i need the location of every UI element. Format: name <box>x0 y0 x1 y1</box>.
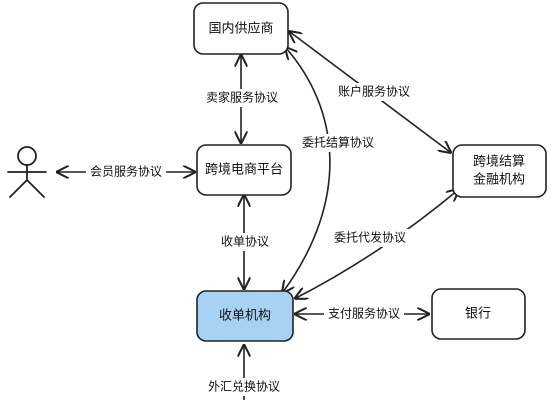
label-entrusted-settlement: 委托结算协议 <box>298 134 378 152</box>
svg-text:支付服务协议: 支付服务协议 <box>328 306 400 321</box>
node-domestic-supplier: 国内供应商 <box>193 2 289 55</box>
label-fx-exchange: 外汇兑换协议 <box>204 378 284 396</box>
svg-text:跨境结算: 跨境结算 <box>473 155 525 170</box>
svg-text:委托代发协议: 委托代发协议 <box>334 230 406 245</box>
edge-entrusted-payment <box>296 190 458 298</box>
label-account-service: 账户服务协议 <box>334 83 414 101</box>
user-stick-figure-icon <box>7 146 47 198</box>
node-bank: 银行 <box>431 288 526 340</box>
svg-text:会员服务协议: 会员服务协议 <box>90 164 162 179</box>
svg-text:国内供应商: 国内供应商 <box>208 21 273 37</box>
svg-text:卖家服务协议: 卖家服务协议 <box>206 90 278 105</box>
svg-text:跨境电商平台: 跨境电商平台 <box>205 163 283 178</box>
svg-text:收单机构: 收单机构 <box>219 309 271 324</box>
svg-text:外汇兑换协议: 外汇兑换协议 <box>208 379 280 394</box>
node-ecommerce-platform: 跨境电商平台 <box>196 144 292 196</box>
label-member-service: 会员服务协议 <box>86 163 166 181</box>
label-payment-service: 支付服务协议 <box>324 305 404 323</box>
svg-text:金融机构: 金融机构 <box>473 172 525 188</box>
label-seller-service: 卖家服务协议 <box>202 89 282 107</box>
svg-text:收单协议: 收单协议 <box>221 234 269 249</box>
svg-text:账户服务协议: 账户服务协议 <box>338 84 410 99</box>
label-entrusted-payment: 委托代发协议 <box>330 229 410 247</box>
label-acquiring: 收单协议 <box>218 233 272 251</box>
svg-text:委托结算协议: 委托结算协议 <box>302 135 374 150</box>
node-acquirer: 收单机构 <box>196 290 294 342</box>
node-financial-institution: 跨境结算 金融机构 <box>452 144 547 198</box>
svg-text:银行: 银行 <box>465 307 491 322</box>
